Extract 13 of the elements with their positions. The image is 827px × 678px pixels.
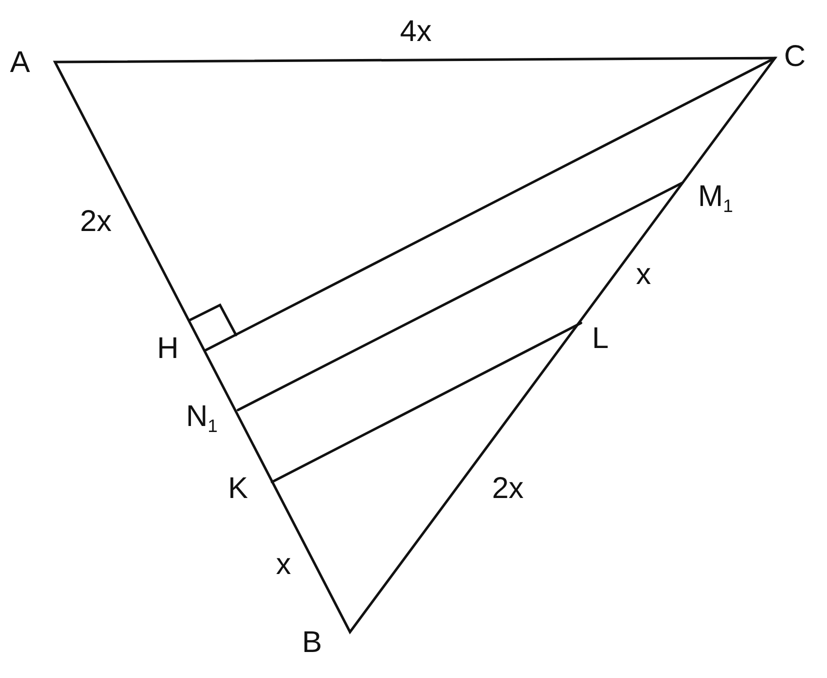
point-label: H: [157, 332, 179, 366]
length-label: 4x: [400, 15, 432, 49]
point-label: A: [10, 46, 30, 80]
point-label: N$_{1}$: [186, 400, 218, 434]
length-label: x: [636, 258, 651, 292]
point-label: B: [302, 626, 322, 660]
length-label: 2x: [492, 472, 524, 506]
length-label: 2x: [80, 205, 112, 239]
point-label: C: [784, 40, 806, 74]
point-label: L: [592, 322, 609, 356]
length-label: x: [276, 548, 291, 582]
point-label: M$_{1}$: [698, 180, 734, 214]
point-label: K: [228, 472, 248, 506]
